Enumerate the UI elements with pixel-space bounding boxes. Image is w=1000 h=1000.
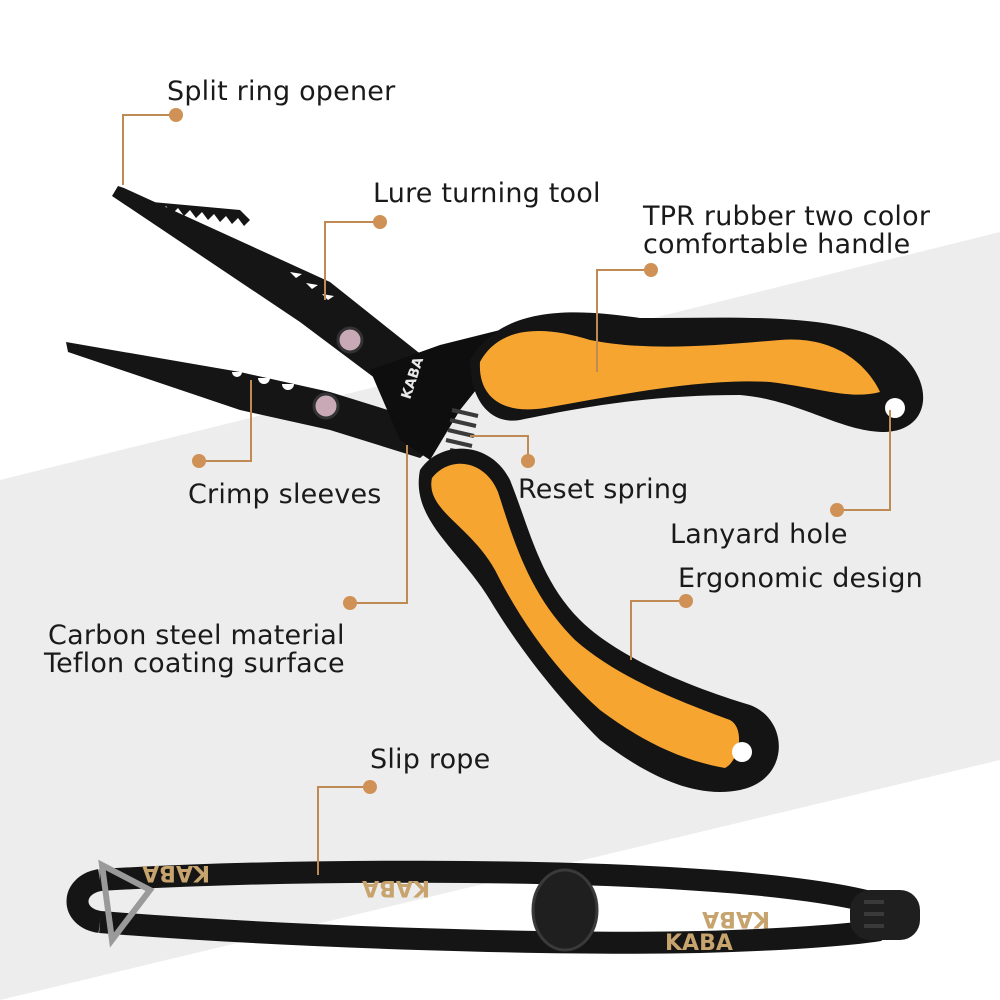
label-tpr-handle-line1: TPR rubber two color — [643, 201, 931, 232]
label-split-ring-opener: Split ring opener — [167, 76, 396, 107]
upper-jaw — [112, 186, 468, 418]
label-carbon-steel-line1: Carbon steel material — [48, 620, 345, 651]
leader-carbon-steel — [350, 445, 408, 604]
pliers: KABA — [66, 186, 924, 792]
rope-print-4: KABA — [665, 931, 733, 956]
leader-split-ring — [122, 114, 176, 185]
label-carbon-steel-line2: Teflon coating surface — [44, 648, 345, 679]
label-crimp-sleeves: Crimp sleeves — [188, 479, 382, 510]
rope-strand-top — [99, 860, 884, 916]
upper-handle-grip — [479, 331, 880, 410]
dot-slip-rope — [363, 780, 377, 794]
leader-lanyard-hole — [837, 410, 891, 511]
leader-tpr-handle — [596, 269, 651, 372]
lure-tool-notches — [290, 272, 334, 300]
callout-dots — [169, 108, 844, 794]
label-tpr-handle-line2: comfortable handle — [643, 229, 911, 260]
upper-rivet — [336, 326, 364, 354]
label-slip-rope: Slip rope — [370, 744, 491, 775]
leader-slip-rope — [317, 786, 370, 875]
rope-end-cap — [850, 890, 920, 940]
slip-rope: KABA KABA KABA KABA — [66, 859, 920, 956]
label-lanyard-hole: Lanyard hole — [670, 519, 848, 550]
rope-print-3: KABA — [702, 906, 770, 931]
leader-lure-tool — [324, 221, 380, 300]
dot-lure-tool — [373, 215, 387, 229]
lower-jaw — [66, 342, 432, 458]
reset-spring — [445, 408, 479, 456]
dot-split-ring — [169, 108, 183, 122]
leader-crimp — [199, 380, 252, 462]
label-lure-turning-tool: Lure turning tool — [373, 178, 601, 209]
dot-lanyard-hole — [830, 503, 844, 517]
dot-tpr-handle — [644, 263, 658, 277]
triangle-ring — [98, 859, 155, 948]
rope-strand-bottom — [99, 911, 882, 954]
dot-carbon-steel — [343, 596, 357, 610]
leader-reset-spring — [470, 435, 529, 461]
lower-lanyard-hole — [732, 742, 752, 762]
rope-slider — [531, 868, 599, 952]
label-carbon-steel: Carbon steel material Teflon coating sur… — [44, 622, 345, 678]
label-ergonomic-design: Ergonomic design — [678, 563, 923, 594]
rope-loop-end — [66, 869, 103, 933]
rope-print-2: KABA — [362, 875, 430, 900]
lower-rivet — [312, 392, 340, 420]
dot-reset-spring — [521, 454, 535, 468]
pivot-body — [370, 330, 500, 460]
crimp-notches — [232, 372, 294, 390]
rope-print-1: KABA — [142, 860, 210, 885]
dot-ergonomic — [679, 594, 693, 608]
upper-lanyard-hole — [885, 398, 905, 418]
leader-ergonomic — [630, 600, 686, 660]
lower-handle-grip — [431, 463, 740, 768]
upper-jaw-teeth — [130, 200, 250, 226]
leader-lines — [122, 114, 891, 875]
label-reset-spring: Reset spring — [518, 474, 689, 505]
label-tpr-handle: TPR rubber two color comfortable handle — [643, 203, 930, 259]
dot-crimp — [192, 454, 206, 468]
